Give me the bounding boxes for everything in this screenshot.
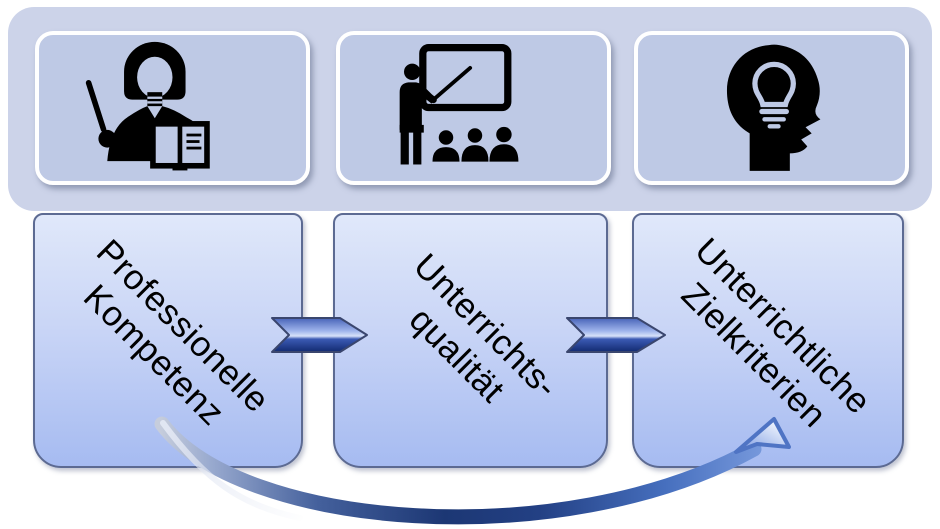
card-classroom	[336, 31, 611, 185]
head-lightbulb-icon	[726, 44, 821, 171]
presenter-whiteboard-audience-icon	[399, 44, 518, 165]
box-professionelle-kompetenz: Professionelle Kompetenz	[33, 213, 303, 468]
box-label: Unterrichts- qualität	[401, 245, 566, 410]
box-unterrichtsqualitaet: Unterrichts- qualität	[333, 213, 608, 468]
box-unterrichtliche-zielkriterien: Unterrichtliche Zielkriterien	[632, 213, 904, 468]
box-label: Unterrichtliche Zielkriterien	[674, 230, 879, 435]
card-idea-head	[634, 31, 909, 185]
teacher-pointer-book-icon	[85, 41, 210, 171]
card-teacher	[35, 31, 310, 185]
box-label: Professionelle Kompetenz	[76, 231, 277, 433]
top-banner	[8, 7, 932, 211]
